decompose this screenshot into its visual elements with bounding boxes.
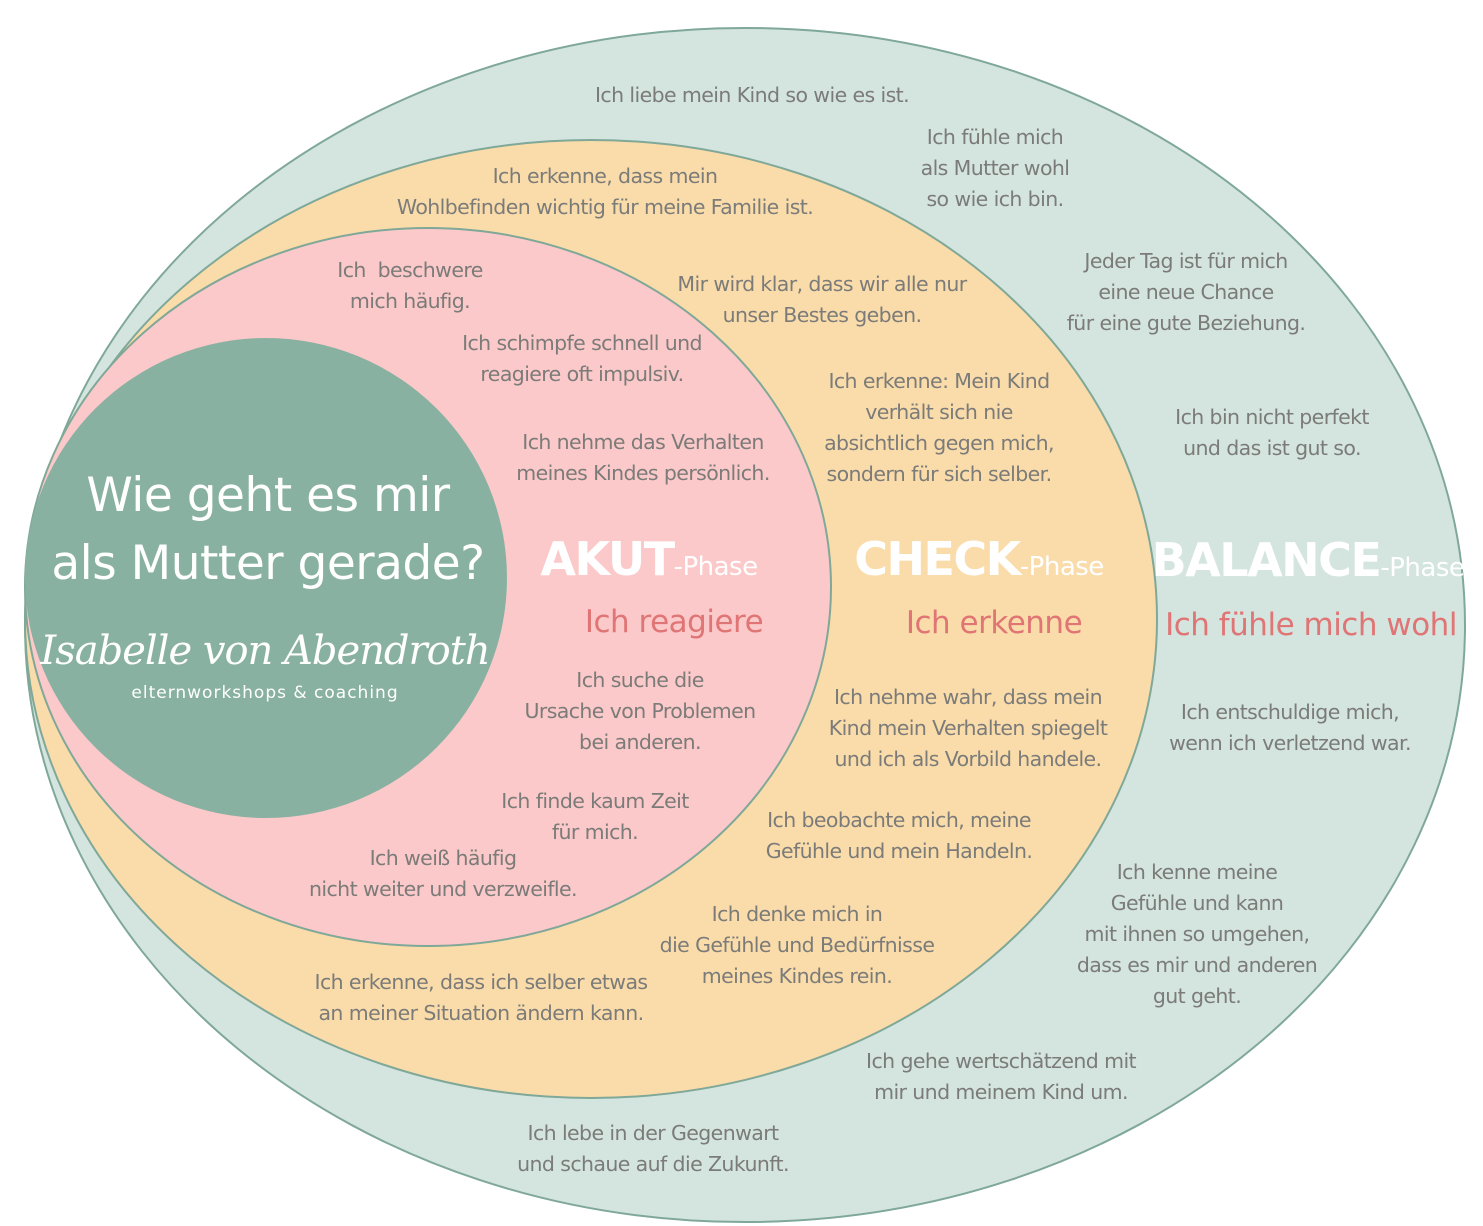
akut-phase-suffix: -Phase — [673, 552, 759, 582]
check-phase-motto: Ich erkenne — [905, 605, 1083, 641]
author-tagline: elternworkshops & coaching — [131, 683, 399, 703]
center-question-circle — [25, 338, 507, 818]
author-signature: Isabelle von Abendroth — [40, 628, 490, 674]
check-phase-heading: CHECK-Phase — [854, 532, 1104, 586]
akut-phase-heading: AKUT-Phase — [540, 532, 759, 586]
akut-statement: Ich suche die Ursache von Problemen bei … — [524, 668, 756, 754]
check-statement: Ich nehme wahr, dass mein Kind mein Verh… — [828, 685, 1108, 771]
akut-phase-motto: Ich reagiere — [584, 604, 764, 640]
check-statement: Ich denke mich in die Gefühle und Bedürf… — [659, 902, 935, 988]
akut-statement: Ich schimpfe schnell und reagiere oft im… — [462, 331, 702, 386]
balance-statement: Ich bin nicht perfekt und das ist gut so… — [1175, 405, 1369, 460]
balance-statement: Ich entschuldige mich, wenn ich verletze… — [1169, 700, 1411, 755]
check-phase-name: CHECK — [854, 532, 1021, 586]
akut-statement: Ich beschwere mich häufig. — [337, 258, 483, 313]
akut-statement: Ich finde kaum Zeit für mich. — [501, 789, 689, 844]
check-statement: Mir wird klar, dass wir alle nur unser B… — [677, 272, 967, 327]
diagram-title: Wie geht es mir als Mutter gerade? — [51, 468, 485, 591]
akut-statement: Ich weiß häufig nicht weiter und verzwei… — [309, 846, 578, 901]
balance-phase-motto: Ich fühle mich wohl — [1165, 607, 1457, 643]
akut-phase-name: AKUT — [540, 532, 675, 586]
check-statement: Ich erkenne: Mein Kind verhält sich nie … — [824, 369, 1054, 486]
balance-statement: Ich lebe in der Gegenwart und schaue auf… — [517, 1121, 789, 1176]
check-statement: Ich erkenne, dass mein Wohlbefinden wich… — [396, 164, 814, 219]
balance-phase-name: BALANCE — [1151, 533, 1382, 587]
balance-statement: Ich liebe mein Kind so wie es ist. — [594, 83, 910, 107]
balance-phase-heading: BALANCE-Phase — [1152, 533, 1465, 587]
akut-statement: Ich nehme das Verhalten meines Kindes pe… — [516, 430, 770, 485]
check-statement: Ich beobachte mich, meine Gefühle und me… — [765, 808, 1033, 863]
balance-statement: Jeder Tag ist für mich eine neue Chance … — [1066, 249, 1306, 335]
check-statement: Ich erkenne, dass ich selber etwas an me… — [314, 970, 649, 1025]
balance-statement: Ich gehe wertschätzend mit mir und meine… — [866, 1049, 1137, 1104]
check-phase-suffix: -Phase — [1019, 552, 1105, 582]
balance-statement: Ich fühle mich als Mutter wohl so wie ic… — [920, 125, 1070, 211]
balance-statement: Ich kenne meine Gefühle und kann mit ihn… — [1076, 860, 1318, 1008]
balance-phase-suffix: -Phase — [1380, 553, 1465, 583]
